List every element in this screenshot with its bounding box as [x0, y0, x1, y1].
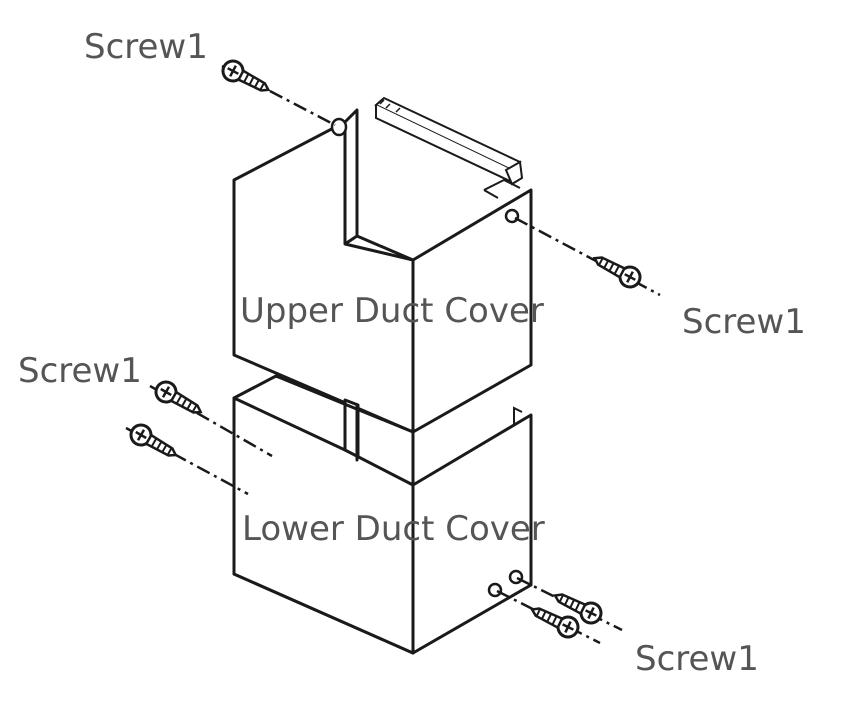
- screw-icon: [217, 55, 275, 101]
- upper-duct-cover: [232, 108, 533, 434]
- label-screw-top-left: Screw1: [84, 27, 208, 67]
- label-screw-top-right: Screw1: [682, 302, 806, 342]
- label-screw-bottom-right: Screw1: [635, 639, 759, 679]
- screw-icon: [125, 419, 183, 466]
- bracket-icon: [374, 96, 524, 186]
- label-screw-mid-left: Screw1: [18, 351, 142, 391]
- screw-hole: [508, 569, 524, 585]
- screw-hole: [487, 582, 503, 598]
- screw-hole: [330, 117, 348, 137]
- screw-icon: [588, 247, 646, 293]
- label-lower-duct-cover: Lower Duct Cover: [242, 509, 545, 549]
- label-upper-duct-cover: Upper Duct Cover: [240, 291, 544, 331]
- lower-duct-cover: [232, 374, 533, 655]
- screw-hole: [504, 208, 520, 224]
